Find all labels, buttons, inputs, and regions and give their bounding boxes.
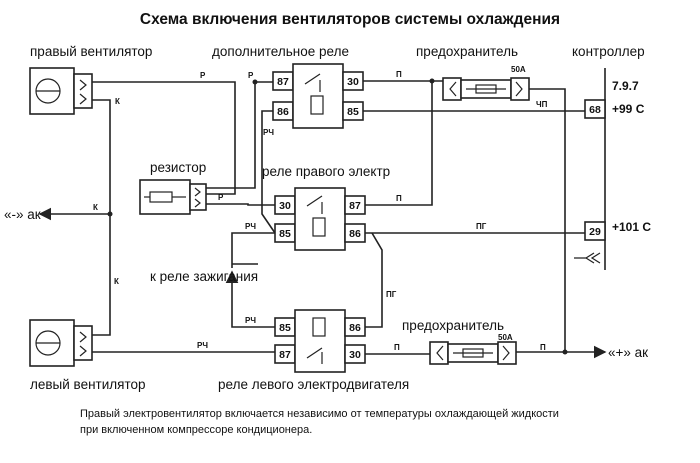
svg-text:87: 87: [277, 76, 289, 88]
controller-temp-101: +101 С: [612, 220, 651, 234]
controller-block: 7.9.7 68 +99 С 29 +101 С: [574, 68, 651, 270]
svg-text:85: 85: [347, 106, 359, 118]
svg-text:К: К: [115, 97, 120, 106]
svg-text:П: П: [394, 343, 400, 352]
battery-minus-label: «-» ак: [4, 207, 41, 222]
svg-text:87: 87: [349, 200, 361, 212]
left-motor-relay: 85 87 86 30: [274, 309, 366, 373]
svg-text:Р: Р: [248, 71, 254, 80]
fuse-top: [442, 77, 530, 101]
controller-temp-99: +99 С: [612, 102, 645, 116]
svg-text:РЧ: РЧ: [197, 341, 208, 350]
svg-text:РЧ: РЧ: [245, 316, 256, 325]
wire-labels: Р Р Р П П П П К К К РЧ РЧ РЧ РЧ ЧП ПГ ПГ: [93, 70, 548, 352]
svg-text:87: 87: [279, 349, 291, 361]
svg-text:П: П: [396, 194, 402, 203]
controller-pin-68: 68: [589, 104, 601, 116]
svg-text:ЧП: ЧП: [536, 100, 548, 109]
aux-relay: 87 86 30 85: [272, 63, 364, 129]
fuse-top-label: предохранитель: [416, 44, 518, 59]
svg-text:Р: Р: [218, 193, 224, 202]
svg-text:П: П: [396, 70, 402, 79]
controller-label: контроллер: [572, 44, 645, 59]
svg-text:К: К: [93, 203, 98, 212]
svg-text:К: К: [114, 277, 119, 286]
svg-text:30: 30: [347, 76, 359, 88]
right-fan-motor: [29, 67, 93, 115]
svg-text:30: 30: [279, 200, 291, 212]
svg-text:ПГ: ПГ: [476, 222, 487, 231]
fuse-bottom-label: предохранитель: [402, 318, 504, 333]
aux-relay-label: дополнительное реле: [212, 44, 349, 59]
svg-text:86: 86: [349, 322, 361, 334]
svg-text:85: 85: [279, 322, 291, 334]
right-motor-relay: 30 85 87 86: [274, 187, 366, 251]
svg-text:РЧ: РЧ: [263, 128, 274, 137]
svg-text:85: 85: [279, 228, 291, 240]
resistor-label: резистор: [150, 160, 206, 175]
svg-text:86: 86: [349, 228, 361, 240]
right-fan-label: правый вентилятор: [30, 44, 152, 59]
controller-code: 7.9.7: [612, 79, 639, 93]
wires: [38, 78, 607, 359]
svg-text:ПГ: ПГ: [386, 290, 397, 299]
svg-text:П: П: [540, 343, 546, 352]
svg-text:86: 86: [277, 106, 289, 118]
ignition-relay-label: к реле зажигания: [150, 269, 258, 284]
fuse-bottom-rating: 50А: [498, 333, 513, 342]
diagram-title: Схема включения вентиляторов системы охл…: [140, 11, 560, 28]
fuse-bottom: [429, 341, 517, 365]
svg-text:РЧ: РЧ: [245, 222, 256, 231]
resistor: [139, 179, 207, 215]
left-fan-motor: [29, 319, 93, 367]
note-line-1: Правый электровентилятор включается неза…: [80, 408, 559, 420]
fuse-top-rating: 50А: [511, 65, 526, 74]
svg-text:Р: Р: [200, 71, 206, 80]
controller-pin-29: 29: [589, 226, 601, 238]
battery-plus-label: «+» ак: [608, 345, 648, 360]
note-line-2: при включенном компрессоре кондиционера.: [80, 424, 312, 436]
left-fan-label: левый вентилятор: [30, 377, 146, 392]
left-motor-relay-label: реле левого электродвигателя: [218, 377, 409, 392]
right-motor-relay-label: реле правого электр: [262, 164, 390, 179]
svg-text:30: 30: [349, 349, 361, 361]
